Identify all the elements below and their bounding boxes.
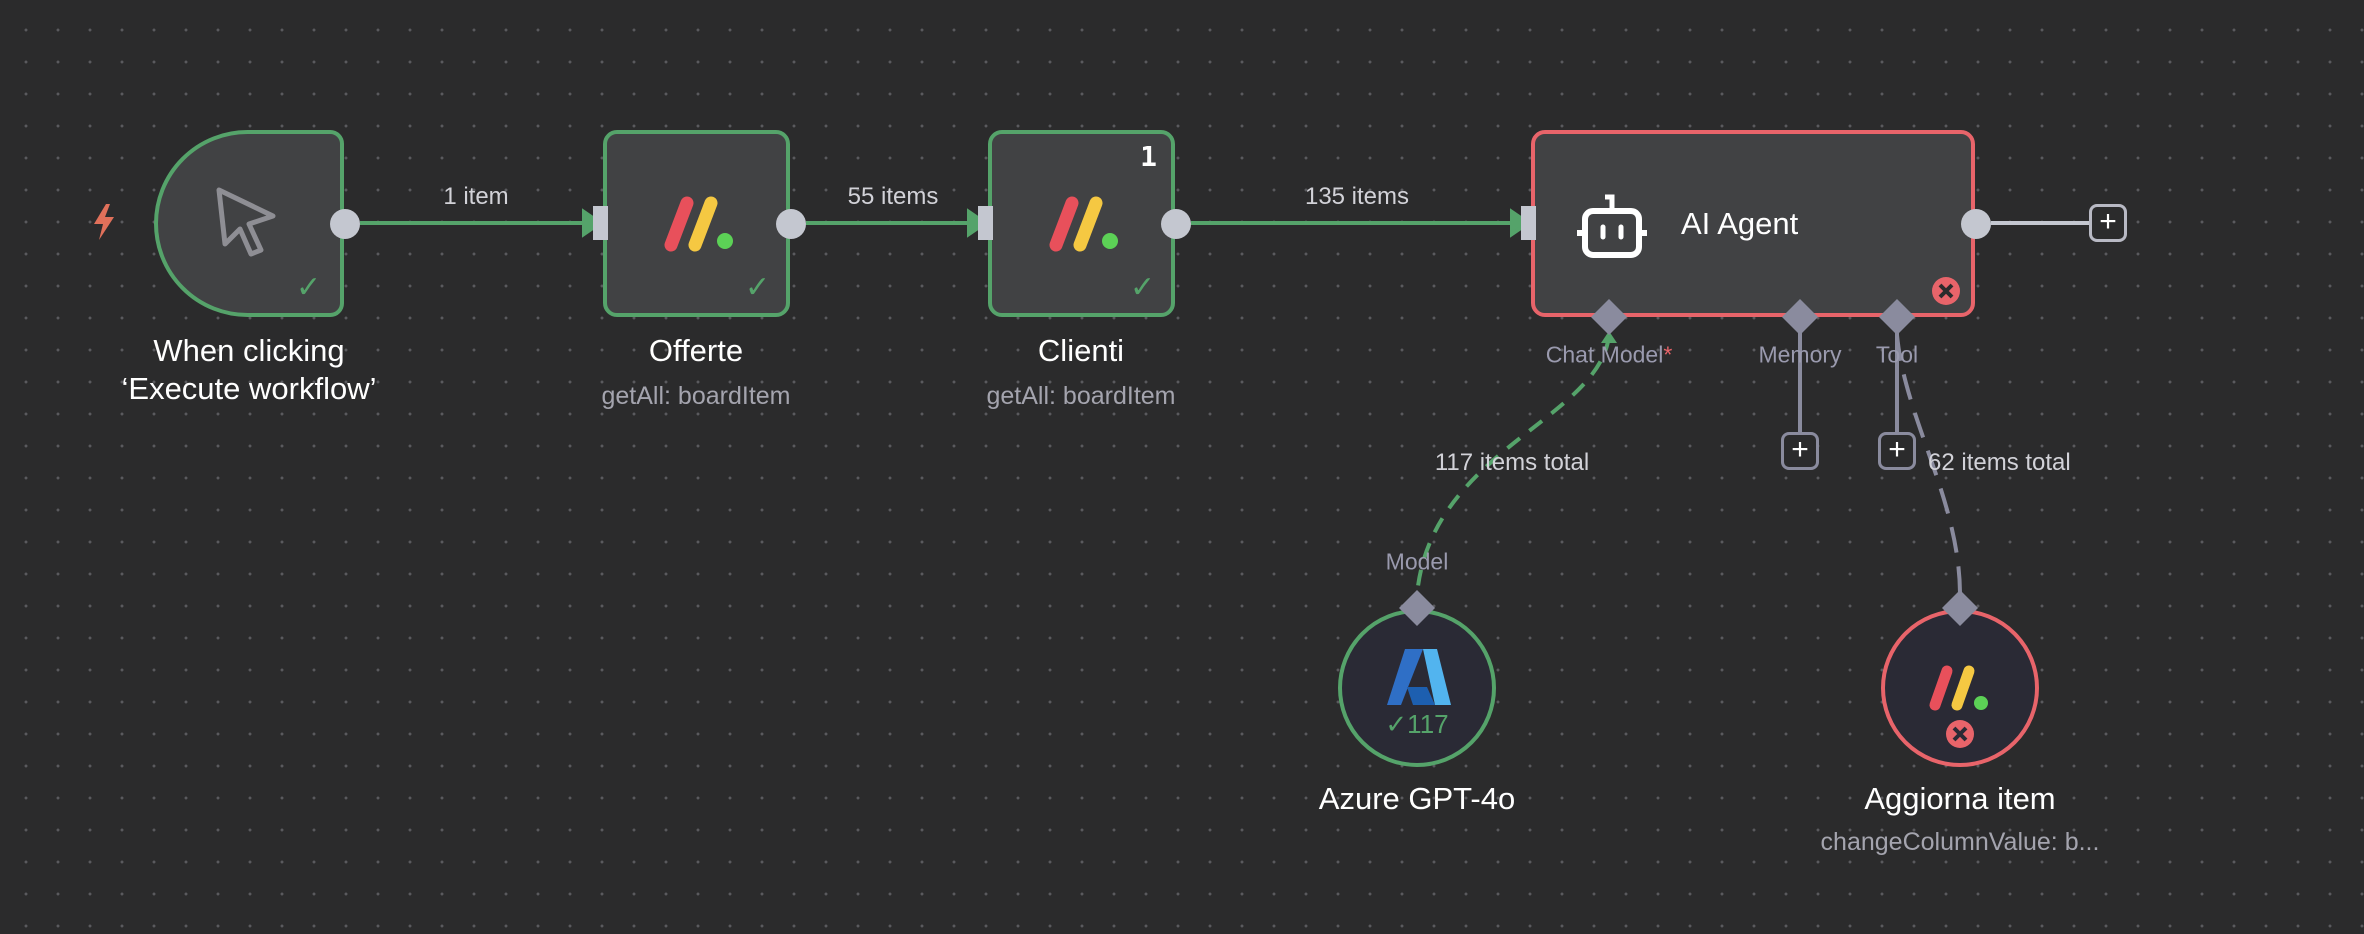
monday-logo-icon — [1049, 196, 1118, 252]
node-title: Aggiorna item — [1864, 781, 2056, 816]
node-trigger[interactable]: ✓ — [154, 130, 344, 317]
output-handle[interactable] — [1159, 207, 1193, 241]
node-subtitle: getAll: boardItem — [601, 382, 791, 410]
pinned-badge: 1 — [1140, 140, 1157, 173]
edge-aggiorna-agent[interactable] — [1895, 334, 1962, 596]
edge-label: 62 items total — [1928, 449, 2071, 476]
robot-icon — [1577, 194, 1647, 258]
output-handle[interactable] — [1959, 207, 1993, 241]
node-ai-agent[interactable]: AI Agent — [1531, 130, 1975, 317]
node-title: Azure GPT-4o — [1318, 781, 1516, 816]
input-handle[interactable] — [978, 206, 993, 240]
add-tool-button[interactable]: + — [1878, 432, 1916, 470]
port-label-tool: Tool — [1875, 341, 1919, 368]
success-check-icon: ✓ — [745, 271, 771, 304]
output-handle[interactable] — [774, 207, 808, 241]
input-handle[interactable] — [593, 206, 608, 240]
arrow-icon — [582, 208, 604, 238]
node-title: Offerte — [648, 333, 744, 368]
run-count: ✓117 — [1342, 709, 1492, 740]
edge-label: 117 items total — [1434, 449, 1590, 476]
edge-label: 55 items — [847, 183, 939, 210]
monday-logo-icon — [664, 196, 733, 252]
error-icon — [1946, 720, 1974, 748]
port-label-chat-model: Chat Model* — [1546, 342, 1673, 369]
model-output-handle[interactable] — [1399, 590, 1435, 626]
output-handle[interactable] — [328, 207, 362, 241]
node-title: When clicking ‘Execute workflow’ — [121, 333, 377, 406]
success-check-icon: ✓ — [1385, 709, 1408, 739]
port-label-model: Model — [1385, 548, 1449, 575]
arrow-icon — [967, 208, 989, 238]
node-subtitle: changeColumnValue: b... — [1820, 828, 2100, 856]
lightning-icon — [94, 204, 114, 240]
node-azure-gpt-4o[interactable]: ✓117 — [1338, 609, 1496, 767]
required-mark: * — [1663, 341, 1673, 368]
node-aggiorna-item[interactable] — [1881, 609, 2039, 767]
edge-label: 1 item — [443, 183, 509, 210]
monday-logo-icon — [1929, 665, 1988, 711]
edge-azure-agent[interactable] — [1415, 334, 1611, 596]
cursor-icon — [216, 187, 276, 257]
port-label-text: Chat Model — [1545, 341, 1664, 368]
run-count-value: 117 — [1407, 709, 1449, 739]
success-check-icon: ✓ — [296, 271, 322, 304]
tool-output-handle[interactable] — [1942, 590, 1978, 626]
arrow-icon — [1601, 331, 1617, 343]
port-label-memory: Memory — [1758, 341, 1842, 368]
memory-handle[interactable] — [1782, 299, 1818, 335]
node-clienti[interactable]: 1 ✓ — [988, 130, 1175, 317]
success-check-icon: ✓ — [1130, 271, 1156, 304]
edge-label: 135 items — [1304, 183, 1410, 210]
node-title: Clienti — [1037, 333, 1125, 368]
add-memory-button[interactable]: + — [1781, 432, 1819, 470]
tool-handle[interactable] — [1879, 299, 1915, 335]
node-offerte[interactable]: ✓ — [603, 130, 790, 317]
arrow-icon — [1510, 208, 1532, 238]
node-subtitle: getAll: boardItem — [986, 382, 1176, 410]
error-icon — [1932, 277, 1960, 305]
input-handle[interactable] — [1521, 206, 1536, 240]
azure-logo-icon — [1387, 649, 1451, 705]
chat-model-handle[interactable] — [1591, 299, 1627, 335]
add-node-button[interactable]: + — [2089, 204, 2127, 242]
node-title: AI Agent — [1681, 206, 1799, 241]
